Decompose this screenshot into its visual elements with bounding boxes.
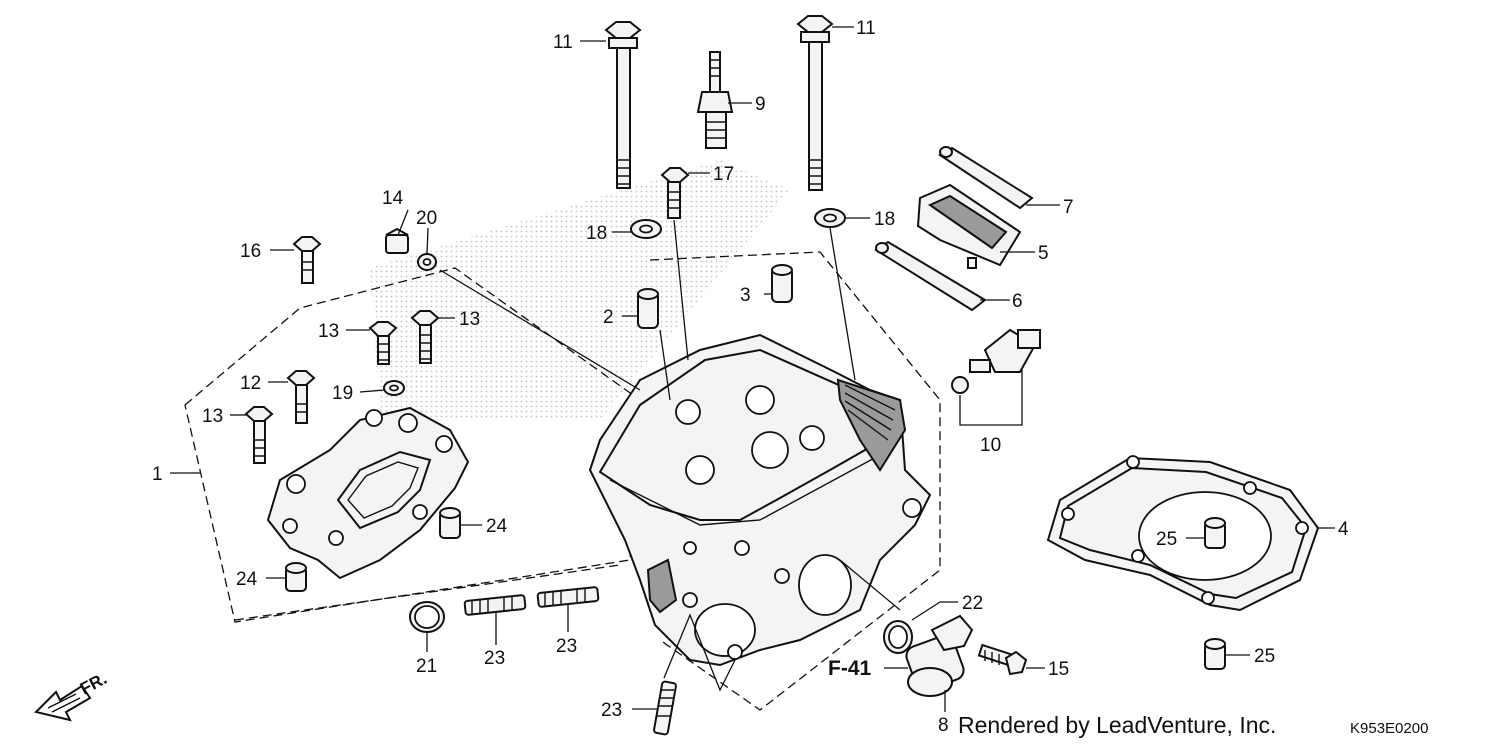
callout-9: 9 bbox=[755, 94, 766, 115]
callout-3: 3 bbox=[740, 285, 751, 306]
bolt-12 bbox=[286, 370, 316, 424]
bolt-16 bbox=[292, 236, 322, 284]
callout-13-left: 13 bbox=[202, 406, 223, 427]
cylinder-head-gasket-4 bbox=[1046, 455, 1320, 612]
bolt-13-upper-left bbox=[368, 321, 398, 365]
bolt-13-left bbox=[244, 406, 274, 464]
callout-6: 6 bbox=[1012, 291, 1023, 312]
callout-24-right: 24 bbox=[486, 516, 508, 537]
bolt-15 bbox=[977, 643, 1028, 676]
front-direction-marker: FR. bbox=[34, 669, 110, 722]
temperature-sensor-10 bbox=[951, 328, 1041, 394]
callout-2: 2 bbox=[603, 307, 614, 328]
callout-23-a: 23 bbox=[484, 648, 505, 669]
callout-23-b: 23 bbox=[556, 636, 577, 657]
callout-13-upper-right: 13 bbox=[459, 309, 480, 330]
rocker-shaft-7 bbox=[938, 146, 1034, 210]
plug-14 bbox=[385, 227, 409, 254]
head-bolt-right bbox=[796, 15, 834, 191]
cam-chain-tensioner-8 bbox=[905, 614, 974, 697]
stud-23-c bbox=[653, 680, 677, 736]
spark-plug bbox=[696, 51, 734, 149]
diagram-code: K953E0200 bbox=[1350, 720, 1428, 737]
callout-21: 21 bbox=[416, 656, 437, 677]
callout-18-left: 18 bbox=[586, 223, 607, 244]
callout-24-left: 24 bbox=[236, 569, 258, 590]
rocker-arm-holder-5 bbox=[916, 183, 1022, 269]
bolt-13-upper-right bbox=[410, 310, 440, 364]
callout-17: 17 bbox=[713, 164, 734, 185]
dowel-pin-24-left bbox=[285, 562, 307, 592]
callout-7: 7 bbox=[1063, 197, 1074, 218]
callout-10: 10 bbox=[980, 435, 1001, 456]
callout-1: 1 bbox=[152, 464, 163, 485]
reference-label: F-41 bbox=[828, 657, 872, 680]
callout-23-c: 23 bbox=[601, 700, 622, 721]
rocker-shaft-6 bbox=[874, 240, 987, 312]
washer-19 bbox=[383, 380, 405, 396]
callout-19: 19 bbox=[332, 383, 353, 404]
callout-12: 12 bbox=[240, 373, 261, 394]
dowel-pin-3 bbox=[771, 264, 793, 303]
watermark-band bbox=[370, 160, 790, 420]
callout-8: 8 bbox=[938, 715, 949, 736]
dowel-pin-25-lower bbox=[1204, 638, 1226, 670]
render-credit: Rendered by LeadVenture, Inc. bbox=[958, 712, 1276, 738]
leader-lines bbox=[170, 26, 1335, 712]
callout-11-left: 11 bbox=[553, 32, 573, 53]
washer-18-right bbox=[814, 208, 846, 228]
washer-20 bbox=[417, 253, 437, 271]
washer-18-left bbox=[630, 219, 662, 239]
callout-20: 20 bbox=[416, 208, 437, 229]
callout-16: 16 bbox=[240, 241, 261, 262]
cylinder-head bbox=[588, 333, 932, 667]
callout-25-upper: 25 bbox=[1156, 529, 1177, 550]
callout-15: 15 bbox=[1048, 659, 1069, 680]
callout-4: 4 bbox=[1338, 519, 1349, 540]
callout-labels: 11 11 9 17 18 18 7 5 6 3 2 10 4 25 25 14… bbox=[152, 18, 1349, 736]
callout-13-upper-left: 13 bbox=[318, 321, 339, 342]
callout-25-lower: 25 bbox=[1254, 646, 1275, 667]
callout-11-right: 11 bbox=[856, 18, 876, 39]
stud-23-b bbox=[536, 586, 600, 608]
callout-22: 22 bbox=[962, 593, 983, 614]
o-ring-22 bbox=[883, 620, 913, 654]
camshaft-holder-1 bbox=[266, 406, 470, 580]
head-bolt-left bbox=[604, 21, 642, 189]
callout-18-right: 18 bbox=[874, 209, 895, 230]
o-ring-21 bbox=[409, 601, 445, 633]
callout-14: 14 bbox=[382, 188, 404, 209]
small-bolt-17 bbox=[660, 167, 690, 219]
callout-5: 5 bbox=[1038, 243, 1049, 264]
dowel-pin-24-right bbox=[439, 507, 461, 539]
dowel-pin-25-upper bbox=[1204, 517, 1226, 549]
dowel-pin-2 bbox=[637, 288, 659, 329]
stud-23-a bbox=[463, 594, 527, 616]
